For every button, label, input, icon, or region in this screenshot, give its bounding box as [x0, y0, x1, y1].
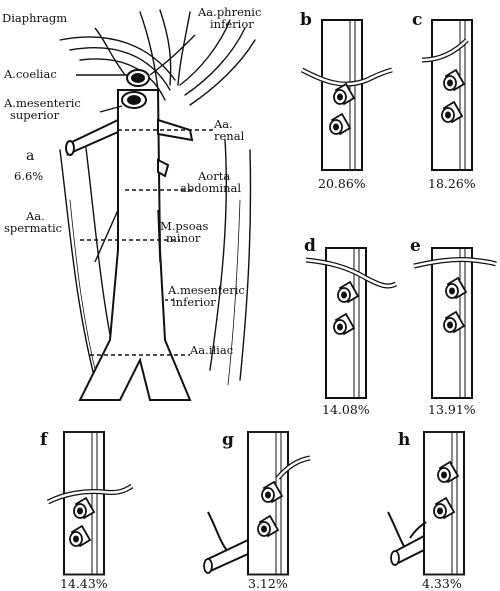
panel-letter-h: h	[398, 430, 411, 450]
label-mesenteric-superior-2: superior	[10, 108, 60, 122]
percentage-a: 6.6%	[14, 169, 44, 183]
panel-letter-c: c	[412, 10, 423, 30]
label-psoas-1: M.psoas	[160, 219, 209, 233]
panel-letter-b: b	[300, 10, 312, 30]
variant-b-drawing	[300, 19, 393, 171]
variant-c-drawing	[421, 19, 473, 171]
label-spermatic-1: Aa.	[26, 209, 45, 223]
variant-g-drawing	[203, 431, 311, 576]
percentage-b: 20.86%	[318, 176, 366, 191]
panel-letter-d: d	[304, 236, 316, 256]
variant-e-drawing	[413, 247, 497, 399]
label-mesenteric-inferior-2: inferior	[172, 295, 216, 309]
panel-letter-e: e	[410, 236, 421, 256]
panel-letter-g: g	[222, 430, 234, 450]
label-psoas-2: minor	[166, 231, 201, 245]
label-coeliac: A.coeliac	[4, 67, 57, 81]
variant-d-drawing	[305, 247, 398, 399]
label-aorta-2: abdominal	[180, 181, 242, 195]
label-aorta-1: Aorta	[198, 169, 231, 183]
label-mesenteric-inferior-1: A.mesenteric	[168, 283, 245, 297]
label-iliac: Aa.iliac	[190, 343, 234, 357]
label-renal-2: renal	[214, 129, 245, 143]
label-diaphragm: Diaphragm	[2, 11, 68, 25]
percentage-d: 14.08%	[322, 402, 370, 417]
label-renal-1: Aa.	[214, 117, 233, 131]
percentage-f: 14.43%	[60, 576, 108, 591]
percentage-h: 4.33%	[422, 576, 462, 591]
label-phrenic-2: inferior	[210, 17, 254, 31]
label-phrenic-1: Aa.phrenic	[198, 5, 262, 19]
variant-h-drawing	[387, 431, 465, 576]
percentage-e: 13.91%	[428, 402, 476, 417]
panel-letter-f: f	[40, 430, 48, 450]
percentage-c: 18.26%	[428, 176, 476, 191]
panel-letter-a: a	[26, 148, 35, 164]
label-spermatic-2: spermatic	[4, 221, 63, 235]
label-mesenteric-superior-1: A.mesenteric	[4, 96, 81, 110]
variant-f-drawing	[46, 431, 134, 576]
percentage-g: 3.12%	[248, 576, 288, 591]
